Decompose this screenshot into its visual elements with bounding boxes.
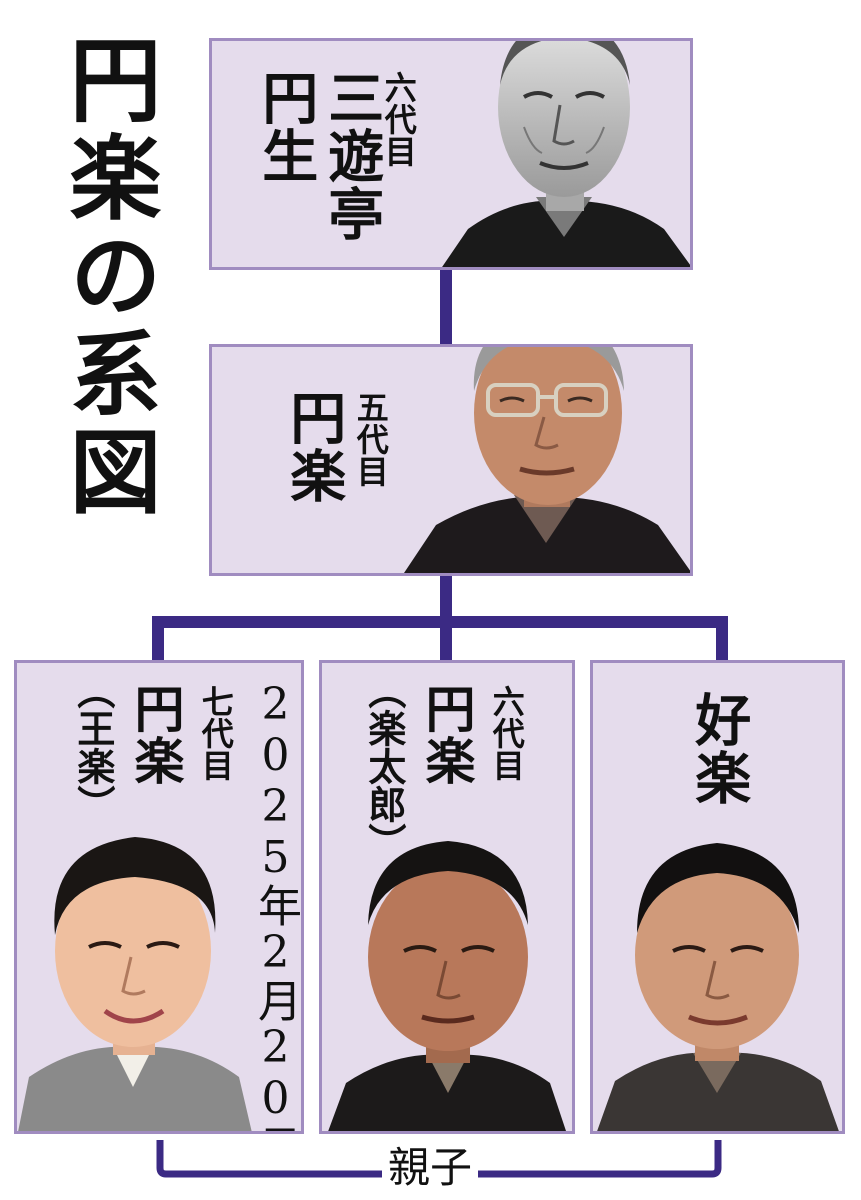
node-enshou-name: 三遊亭 xyxy=(318,69,385,243)
connector-enraku5-down xyxy=(440,574,452,622)
node-enraku7-generation: 七代目 xyxy=(196,685,235,781)
node-enshou-generation: 六代目 xyxy=(379,71,418,167)
chart-title: 円楽の系図 xyxy=(54,32,162,522)
node-enraku7: 2025年2月20日〜 七代目 円楽 （王楽） xyxy=(14,660,304,1134)
relation-label: 親子 xyxy=(382,1140,478,1196)
portrait-enshou xyxy=(442,41,690,267)
node-enraku5-name: 円楽 xyxy=(280,389,347,505)
node-enraku6-name: 円楽 xyxy=(417,683,477,787)
node-enshou: 六代目 三遊亭 円生 xyxy=(209,38,693,270)
connector-drop-kouraku xyxy=(716,616,728,662)
node-kouraku: 好楽 xyxy=(590,660,845,1134)
portrait-enraku5 xyxy=(404,347,690,573)
connector-drop-enraku7 xyxy=(152,616,164,662)
node-enraku6-former-name: （楽太郎） xyxy=(361,671,407,861)
portrait-enraku7 xyxy=(18,837,252,1131)
node-enraku7-former-name: （王楽） xyxy=(70,671,116,823)
portrait-kouraku xyxy=(597,843,839,1131)
node-enshou-name2: 円生 xyxy=(252,69,319,185)
connector-enshou-enraku5 xyxy=(440,268,452,346)
node-enraku5: 五代目 円楽 xyxy=(209,344,693,576)
node-enraku7-name: 円楽 xyxy=(126,683,186,787)
connector-drop-enraku6 xyxy=(440,616,452,662)
node-enraku7-date: 2025年2月20日〜 xyxy=(250,679,301,1134)
node-kouraku-name: 好楽 xyxy=(685,691,752,807)
node-enraku5-generation: 五代目 xyxy=(351,391,390,487)
portrait-enraku6 xyxy=(328,841,566,1131)
node-enraku6-generation: 六代目 xyxy=(487,685,526,781)
node-enraku6: 六代目 円楽 （楽太郎） xyxy=(319,660,575,1134)
